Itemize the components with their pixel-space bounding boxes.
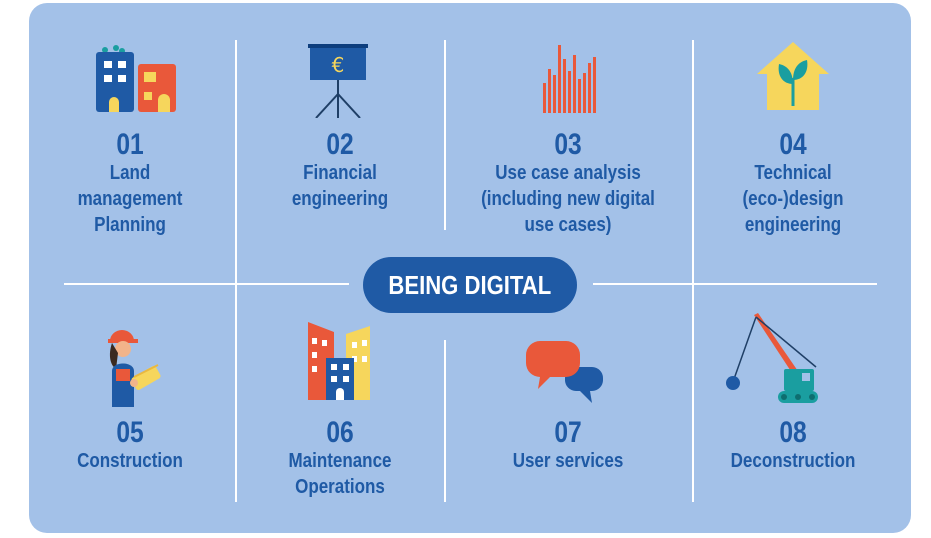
- step-label: Financial engineering: [291, 162, 389, 210]
- divider: [64, 283, 349, 285]
- construction-worker-icon: [108, 330, 161, 407]
- step-label: Deconstruction: [730, 450, 856, 472]
- city-buildings-icon: [308, 322, 370, 400]
- step-number: 02: [326, 128, 354, 161]
- step-number: 06: [326, 416, 354, 449]
- step-number: 01: [116, 128, 144, 161]
- eco-house-icon: [757, 42, 829, 110]
- divider: [593, 283, 877, 285]
- divider: [692, 40, 694, 502]
- step-04: 04 Technical (eco-)design engineering: [700, 130, 886, 238]
- step-label: Land management Planning: [77, 162, 183, 236]
- step-08: 08 Deconstruction: [700, 418, 886, 474]
- step-label: Construction: [77, 450, 183, 472]
- being-digital-badge: BEING DIGITAL: [363, 257, 577, 313]
- divider: [444, 40, 446, 230]
- step-05: 05 Construction: [44, 418, 216, 474]
- step-number: 05: [116, 416, 144, 449]
- step-number: 04: [779, 128, 807, 161]
- svg-text:€: €: [332, 53, 345, 77]
- step-label: User services: [512, 450, 624, 472]
- bar-chart-icon: [543, 45, 596, 113]
- wrecking-crane-icon: [726, 313, 818, 403]
- step-label: Maintenance Operations: [288, 450, 392, 498]
- step-label: Use case analysis (including new digital…: [481, 162, 655, 236]
- step-06: 06 Maintenance Operations: [250, 418, 430, 500]
- divider: [444, 340, 446, 502]
- step-03: 03 Use case analysis (including new digi…: [452, 130, 684, 238]
- divider: [235, 40, 237, 502]
- step-number: 03: [554, 128, 582, 161]
- speech-bubbles-icon: [526, 341, 603, 403]
- step-02: 02 Financial engineering: [250, 130, 430, 212]
- step-label: Technical (eco-)design engineering: [742, 162, 844, 236]
- buildings-icon: [96, 45, 176, 112]
- step-07: 07 User services: [452, 418, 684, 474]
- euro-easel-icon: €: [308, 44, 368, 118]
- step-number: 08: [779, 416, 807, 449]
- step-01: 01 Land management Planning: [44, 130, 216, 238]
- step-number: 07: [554, 416, 582, 449]
